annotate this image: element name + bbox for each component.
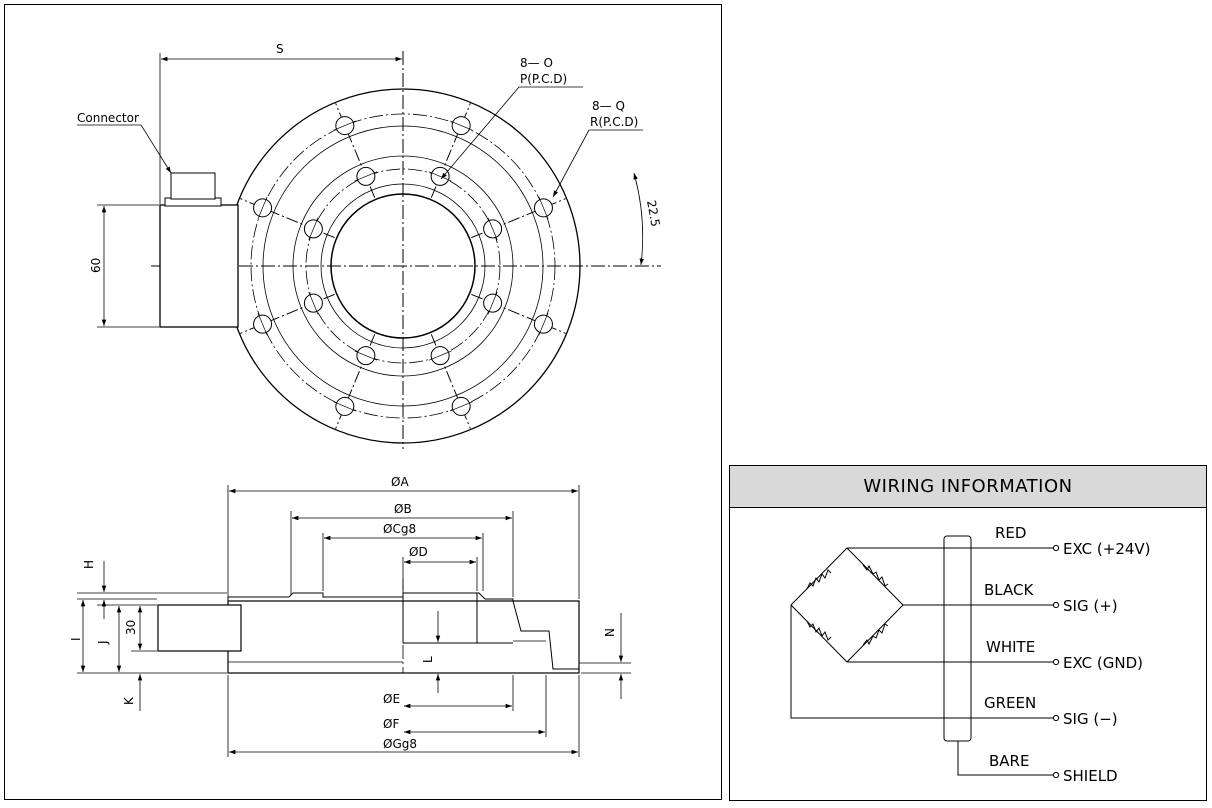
resistor-2 (862, 564, 889, 587)
wire-signal-bare: SHIELD (1063, 767, 1118, 785)
wiring-title: WIRING INFORMATION (730, 466, 1206, 508)
side-view (77, 485, 631, 757)
connector-side (157, 604, 242, 652)
wire-signal-red: EXC (+24V) (1063, 540, 1151, 558)
dim-h-label: H (82, 560, 96, 569)
wire-signal-green: SIG (−) (1063, 710, 1118, 728)
holes-o-pcd-label: P(P.C.D) (520, 72, 567, 86)
wire-green (790, 605, 1053, 719)
dim-k-label: K (122, 696, 136, 705)
hole-cross-line (333, 120, 357, 131)
dim-c-label: ØCg8 (383, 522, 416, 536)
drawing-panel: S Connector 60 8— O P(P.C.D) 8— Q R(P.C.… (4, 4, 722, 800)
hole-cross-line (487, 291, 498, 315)
bore-circle (330, 193, 476, 339)
hole-cross-line (354, 350, 378, 361)
dim-g-label: ØGg8 (383, 737, 417, 751)
holes-o-count-label: 8— O (520, 56, 553, 70)
wire-color-white: WHITE (986, 638, 1035, 656)
inner-bolt-pcd-circle (305, 168, 501, 364)
wiring-panel: WIRING INFORMATION (729, 465, 1207, 801)
resistor-3 (862, 623, 889, 646)
mid-ring-1 (262, 125, 544, 407)
wiring-diagram: RED EXC (+24V) BLACK SIG (+) WHITE EXC (… (790, 524, 1151, 785)
connector-label: Connector (77, 111, 139, 125)
dim-n-label: N (603, 628, 617, 637)
connector-plug (170, 172, 216, 200)
dim-l-label: L (421, 656, 435, 663)
top-view (77, 51, 661, 449)
bolt-holes (253, 116, 553, 416)
resistor-1 (806, 569, 832, 590)
hole-cross-line (333, 401, 357, 412)
hole-cross-line (487, 217, 498, 241)
hole-cross-line (428, 171, 452, 182)
dim-s-label: S (276, 42, 284, 56)
hole-cross-line (257, 312, 268, 336)
wire-color-bare: BARE (989, 752, 1029, 770)
hole-cross-line (538, 196, 549, 220)
hole-cross-line (428, 350, 452, 361)
hole-cross-line (257, 196, 268, 220)
technical-drawing: S Connector 60 8— O P(P.C.D) 8— Q R(P.C.… (69, 42, 662, 757)
dim-60-label: 60 (89, 258, 103, 273)
wire-color-red: RED (995, 524, 1026, 542)
cable-sheath (943, 535, 972, 742)
inner-ring (320, 183, 486, 349)
hole-cross-line (449, 401, 473, 412)
dim-j-label: J (96, 640, 110, 645)
wire-bare (957, 741, 1053, 776)
angle-label: 22.5 (644, 199, 662, 228)
dim-e-label: ØE (383, 692, 400, 706)
wiring-labels: RED EXC (+24V) BLACK SIG (+) WHITE EXC (… (984, 524, 1151, 785)
connector-housing (159, 204, 239, 328)
wire-color-green: GREEN (984, 694, 1036, 712)
dim-b-label: ØB (394, 502, 412, 516)
hole-cross-line (449, 120, 473, 131)
hole-cross-line (308, 217, 319, 241)
wire-signal-black: SIG (+) (1063, 597, 1118, 615)
side-view-labels: ØA ØB ØCg8 ØD ØE ØF ØGg8 H I J 30 K L N (69, 475, 617, 751)
outer-bolt-pcd-circle (250, 113, 556, 419)
holes-q-count-label: 8— Q (592, 99, 625, 113)
dim-i-label: I (69, 637, 83, 641)
resistor-4 (806, 620, 832, 641)
hole-cross-line (538, 312, 549, 336)
hole-cross-line (308, 291, 319, 315)
dim-30-label: 30 (124, 620, 138, 635)
wire-color-black: BLACK (984, 581, 1034, 599)
top-view-labels: S Connector 60 8— O P(P.C.D) 8— Q R(P.C.… (77, 42, 662, 273)
holes-q-pcd-label: R(P.C.D) (590, 115, 638, 129)
dim-f-label: ØF (383, 717, 399, 731)
wire-signal-white: EXC (GND) (1063, 654, 1143, 672)
dim-d-label: ØD (409, 545, 428, 559)
hole-cross-line (354, 171, 378, 182)
wheatstone-bridge (790, 547, 904, 663)
mid-ring-2 (292, 155, 514, 377)
dim-a-label: ØA (391, 475, 409, 489)
